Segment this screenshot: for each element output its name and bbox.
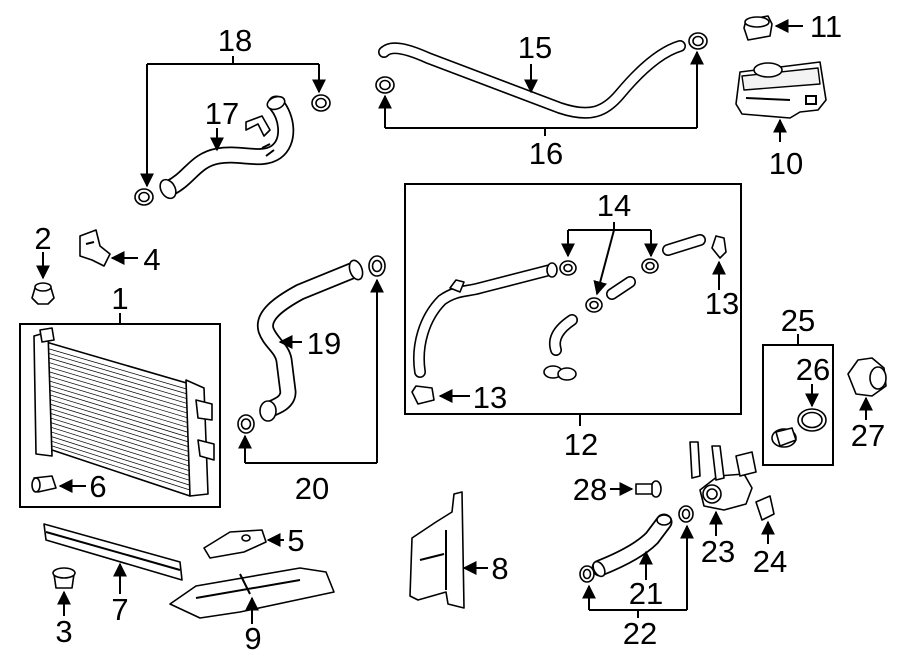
callout-13-right: 13	[705, 286, 739, 321]
coolant-reservoir-10	[735, 61, 827, 119]
callout-11: 11	[810, 9, 842, 44]
callout-14: 14	[597, 188, 631, 223]
reservoir-cap-11	[743, 15, 773, 41]
sensor-6	[31, 475, 57, 493]
retainer-13-right	[711, 235, 727, 259]
callout-8: 8	[491, 551, 508, 586]
lower-shield-9	[169, 567, 335, 619]
hose-clamp-14-c	[641, 258, 659, 274]
callout-16: 16	[529, 136, 563, 171]
callout-22: 22	[623, 616, 657, 651]
upper-radiator-hose-17	[159, 95, 295, 200]
callout-2: 2	[34, 221, 51, 256]
hose-clamp-16-right	[688, 32, 708, 50]
callout-bracket-16	[378, 50, 704, 136]
coolant-hose-15	[378, 40, 686, 119]
radiator-fin	[45, 402, 191, 448]
hose-clamp-18-left	[134, 188, 154, 206]
radiator-fin	[45, 384, 191, 429]
housing-27	[847, 357, 887, 397]
radiator-fin	[45, 420, 191, 467]
callout-bracket-22	[582, 524, 694, 618]
callout-18: 18	[218, 23, 252, 58]
radiator-fin	[45, 356, 191, 400]
sensor-24	[755, 495, 775, 521]
callout-28: 28	[573, 472, 607, 507]
hose-clamp-pair	[543, 365, 577, 381]
callout-24: 24	[753, 544, 787, 579]
callout-17: 17	[205, 96, 239, 131]
hose-clamp-16-left	[375, 76, 395, 94]
heater-hose-box-12	[404, 183, 742, 415]
callout-4: 4	[143, 242, 160, 277]
radiator-fin	[45, 347, 191, 391]
gasket-26	[797, 408, 827, 432]
callout-27: 27	[851, 418, 885, 453]
hose-clamp-18-right	[311, 94, 331, 112]
callout-25: 25	[781, 303, 815, 338]
callout-15: 15	[518, 30, 552, 65]
bolt-28	[635, 480, 662, 498]
radiator-fin	[45, 379, 191, 424]
radiator-fin	[45, 439, 191, 486]
bracket-4	[79, 229, 111, 267]
o-ring-22-left	[579, 565, 595, 583]
radiator-fin	[45, 352, 191, 396]
o-ring-22-right	[678, 505, 694, 523]
bolt-2	[31, 282, 55, 305]
radiator-fin	[45, 375, 191, 419]
heater-hose-main	[413, 262, 558, 378]
hose-clamp-14-a	[559, 260, 577, 276]
callout-26: 26	[796, 352, 830, 387]
callout-6: 6	[89, 469, 106, 504]
radiator-fin	[45, 370, 191, 415]
callout-9: 9	[244, 621, 261, 656]
radiator-fin	[45, 407, 191, 453]
callout-1: 1	[111, 281, 128, 316]
air-deflector-8	[409, 491, 465, 609]
retainer-13-left	[411, 385, 435, 405]
coolant-pipe-21	[591, 513, 673, 578]
callout-bracket-20	[238, 278, 384, 464]
radiator-fin	[45, 434, 191, 481]
callout-19: 19	[307, 326, 341, 361]
callout-7: 7	[111, 592, 128, 627]
callout-bracket-14	[561, 222, 658, 296]
callout-12: 12	[564, 427, 598, 462]
lower-radiator-hose-19	[256, 259, 364, 422]
callout-3: 3	[55, 614, 72, 649]
radiator-fin	[45, 365, 191, 410]
callout-13-left: 13	[473, 380, 507, 415]
radiator-fin	[45, 416, 191, 462]
push-pin-3	[52, 567, 76, 589]
radiator-fin	[45, 397, 191, 443]
callout-bracket-18	[140, 56, 326, 188]
heater-hose-small	[549, 234, 706, 356]
bracket-5	[203, 529, 267, 559]
radiator-fin	[45, 411, 191, 458]
radiator-fin	[45, 393, 191, 438]
callout-21: 21	[629, 576, 663, 611]
hose-clamp-20-left	[237, 414, 255, 434]
callout-5: 5	[287, 523, 304, 558]
radiator-fin	[45, 443, 191, 491]
callout-10: 10	[769, 146, 803, 181]
thermostat	[771, 427, 797, 448]
water-outlet-23	[689, 441, 757, 511]
radiator-1	[33, 327, 215, 497]
air-baffle-7	[43, 523, 183, 581]
callout-23: 23	[701, 534, 735, 569]
radiator-fin	[45, 388, 191, 434]
hose-clamp-14-b	[585, 297, 603, 313]
radiator-fin	[45, 361, 191, 405]
hose-clamp-20-right	[368, 255, 386, 277]
radiator-fin	[45, 425, 191, 472]
radiator-fin	[45, 429, 191, 477]
callout-20: 20	[295, 471, 329, 506]
